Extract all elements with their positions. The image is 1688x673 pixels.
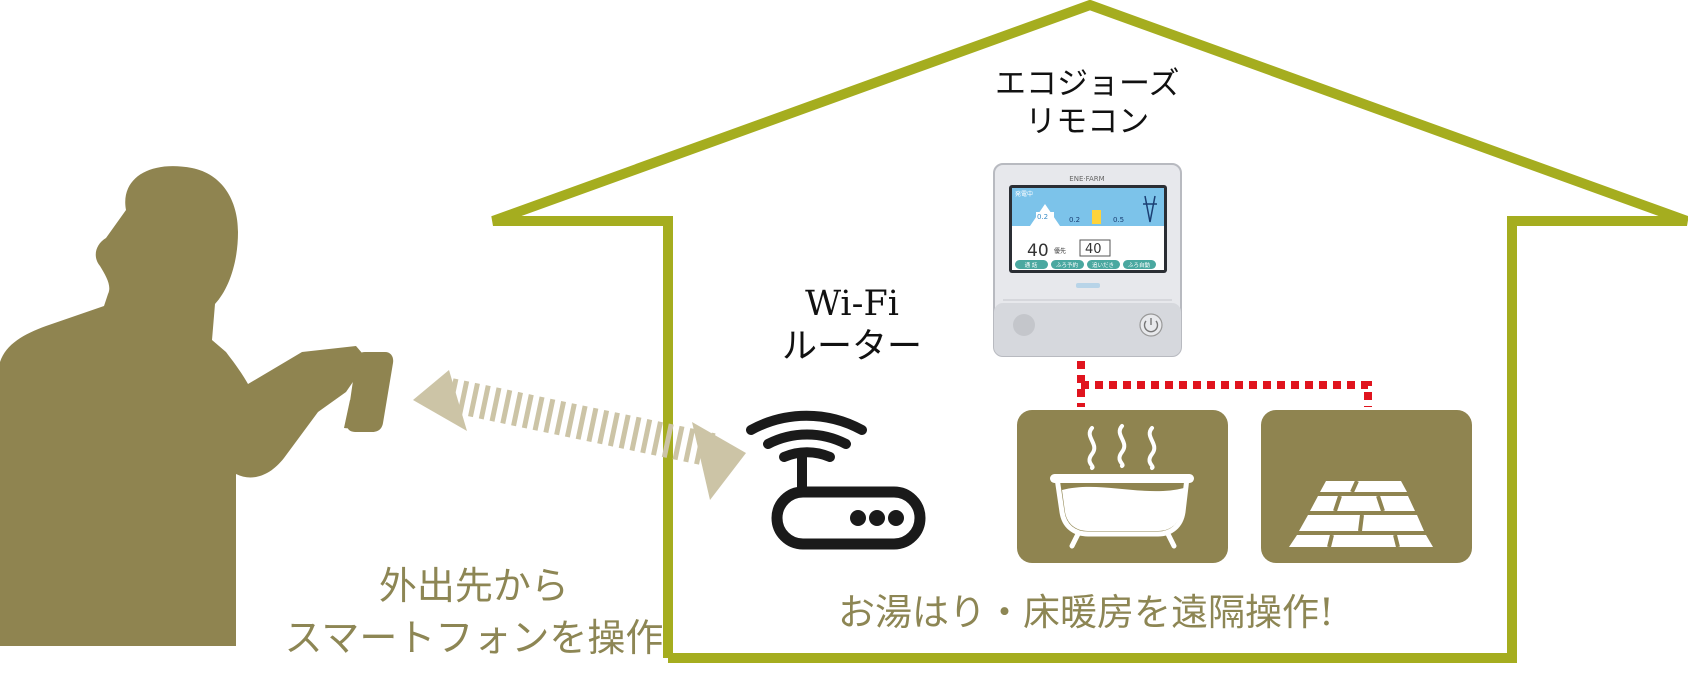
remote-status: 発電中 — [1015, 190, 1033, 198]
router-label: Wi-Fi ルーター — [782, 283, 922, 368]
tower-icon — [1143, 195, 1157, 223]
power-value-3: 0.5 — [1113, 216, 1124, 224]
screen-btn-1: 通 話 — [1025, 261, 1038, 269]
temp-left: 40 — [1027, 241, 1049, 261]
remote-label-line-1: エコジョーズ — [995, 66, 1180, 102]
remote-label-line-2: リモコン — [1025, 103, 1150, 140]
remote-controller-icon: ENE·FARM 発電中 0.2 0.2 0.5 40 優先 40 通 話 ふろ… — [993, 163, 1182, 357]
battery-icon — [1092, 210, 1101, 224]
arrow-shaft — [446, 378, 716, 467]
router-label-line-1: Wi-Fi — [805, 284, 899, 324]
screen-btn-2: ふろ予約 — [1056, 261, 1079, 269]
mode-label: 優先 — [1054, 247, 1066, 255]
floor-heating-icon — [1261, 410, 1472, 563]
phone-caption-line-2: スマートフォンを操作 — [284, 616, 664, 661]
power-value-2: 0.2 — [1069, 216, 1080, 224]
remote-label: エコジョーズ リモコン — [995, 66, 1179, 142]
person-using-smartphone-icon — [0, 166, 394, 646]
wifi-router-icon — [746, 410, 926, 550]
power-value-1: 0.2 — [1037, 213, 1048, 221]
bidirectional-arrow-icon — [413, 370, 746, 500]
screen-btn-4: ふろ自動 — [1128, 261, 1151, 269]
speaker-grille — [1013, 314, 1035, 336]
router-label-line-2: ルーター — [782, 326, 923, 367]
control-wire-path — [1077, 361, 1372, 407]
bathtub-icon — [1017, 410, 1228, 563]
remote-caption: お湯はり・床暖房を遠隔操作! — [838, 591, 1334, 634]
phone-caption-line-1: 外出先から — [378, 564, 569, 608]
remote-brand: ENE·FARM — [1069, 175, 1104, 183]
house-outline — [491, 0, 1688, 663]
screen-btn-3: 追いだき — [1092, 261, 1114, 269]
temp-right: 40 — [1085, 242, 1102, 257]
phone-caption: 外出先から スマートフォンを操作 — [285, 560, 664, 665]
